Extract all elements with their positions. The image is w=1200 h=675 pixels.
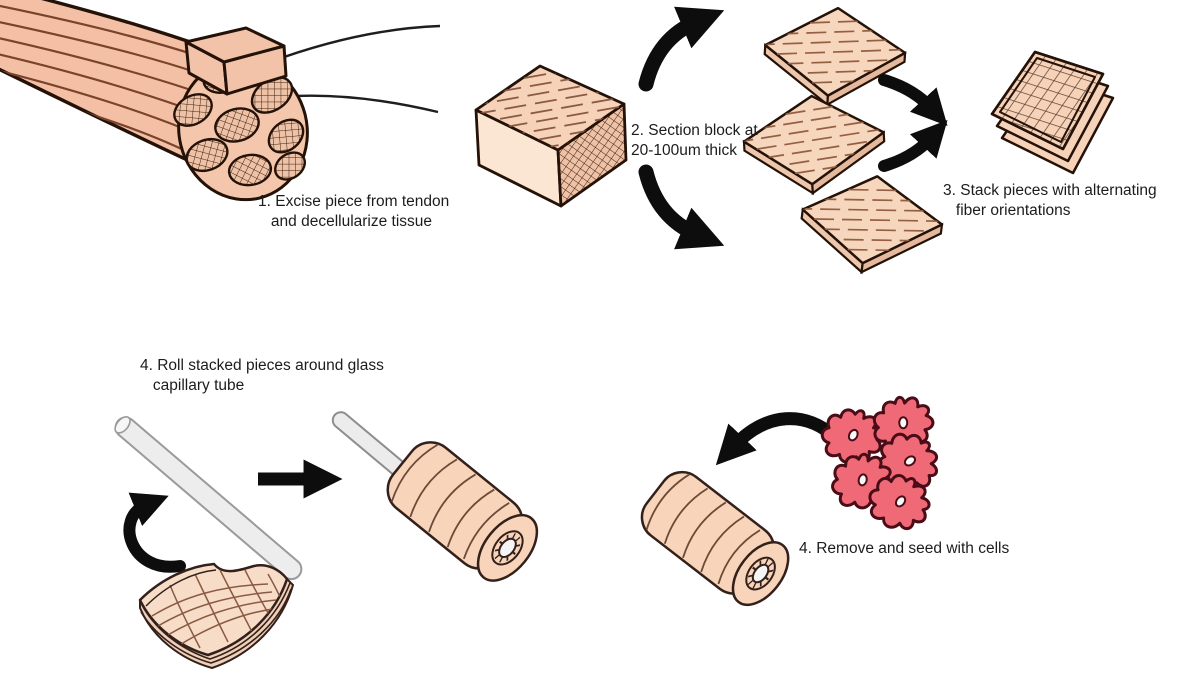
stack-inset-edge bbox=[999, 57, 1096, 143]
roll-wrap-lines bbox=[390, 443, 510, 560]
step-4-label: 4. Roll stacked pieces around glass capi… bbox=[140, 357, 384, 395]
excised-block-icon bbox=[184, 26, 288, 96]
step-5-label: 4. Remove and seed with cells bbox=[799, 540, 1010, 557]
merge-arrow-bottom-icon bbox=[878, 119, 948, 172]
merge-arrow-top-icon bbox=[878, 74, 948, 127]
tendon-outline-line bbox=[295, 94, 439, 114]
curved-arrow-down-icon bbox=[638, 164, 725, 250]
tendon-outline-line bbox=[269, 24, 441, 64]
roll-end-spokes bbox=[494, 533, 521, 563]
step-2-label: 2. Section block at 20-100um thick bbox=[631, 122, 758, 160]
glass-capillary-tube bbox=[114, 416, 303, 581]
roll-wrap-lines bbox=[645, 473, 761, 585]
tendon-with-cross-section bbox=[0, 0, 441, 202]
cell-cluster bbox=[817, 387, 950, 539]
rotation-arrow-icon bbox=[123, 492, 186, 573]
tissue-section-slab bbox=[743, 2, 925, 111]
step-1-label: 1. Excise piece from tendon and decellul… bbox=[258, 193, 450, 231]
tissue-block bbox=[474, 64, 628, 208]
rolled-tissue-on-tube bbox=[331, 411, 539, 582]
tendon-fiber-lines bbox=[0, 0, 263, 159]
curved-arrow-up-icon bbox=[638, 6, 725, 92]
curved-arrow-cells-icon bbox=[715, 412, 843, 466]
curved-tissue-stack bbox=[138, 562, 295, 670]
rolled-tissue-scaffold bbox=[640, 470, 790, 607]
step-3-label: 3. Stack pieces with alternating fiber o… bbox=[943, 182, 1157, 220]
roll-end-spokes bbox=[747, 558, 774, 589]
stacked-sections bbox=[990, 50, 1115, 175]
